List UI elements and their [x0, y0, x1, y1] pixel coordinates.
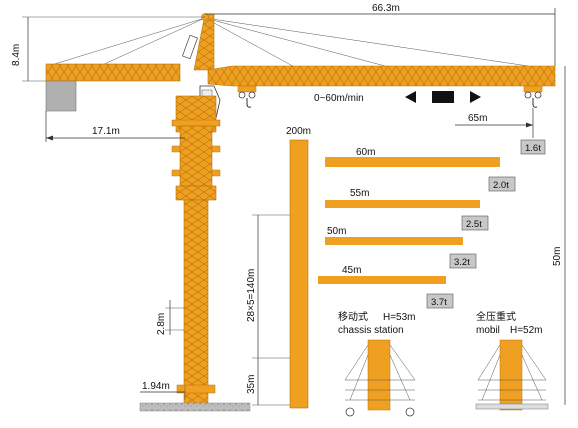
capacity-load-box: 2.5t — [461, 215, 489, 231]
operator-cab — [171, 85, 221, 201]
capacity-load-box: 3.7t — [426, 293, 454, 309]
height-column — [289, 139, 309, 409]
fixed-en-label: mobil — [476, 325, 500, 336]
capacity-jibs — [318, 157, 500, 284]
mast-height-label: 200m — [286, 126, 311, 137]
mobile-en-label: chassis station — [338, 325, 404, 336]
main-jib — [207, 65, 556, 108]
capacity-radius-50: 50m — [327, 226, 346, 237]
fixed-height-label: H=52m — [510, 325, 543, 336]
svg-text:3.7t: 3.7t — [431, 297, 447, 308]
svg-text:2.5t: 2.5t — [466, 219, 482, 230]
section-formula-label: 28×5=140m — [246, 269, 257, 322]
counter-jib-label: 17.1m — [92, 126, 120, 137]
capacity-load-box: 2.0t — [488, 176, 516, 192]
trolley-direction-icons — [405, 91, 481, 103]
hook-right-icon — [523, 85, 543, 108]
mobile-height-label: H=53m — [383, 312, 416, 323]
crane-mast — [176, 199, 216, 406]
mobile-cn-label: 移动式 — [338, 310, 368, 323]
svg-text:2.0t: 2.0t — [493, 180, 509, 191]
tower-top-label: 8.4m — [11, 44, 22, 66]
mobile-base-illustration — [344, 339, 416, 417]
trolley-speed-label: 0~60m/min — [314, 93, 364, 104]
svg-text:1.6t: 1.6t — [525, 143, 541, 154]
capacity-radius-60: 60m — [356, 147, 375, 158]
arrow-left-icon — [405, 91, 416, 103]
capacity-load-box: 3.2t — [449, 253, 477, 269]
counterweight-block — [45, 80, 77, 112]
stay-cables — [47, 17, 556, 71]
fixed-cn-label: 全压重式 — [476, 310, 516, 323]
hook-left-icon — [237, 85, 257, 108]
fixed-base-illustration — [475, 339, 549, 411]
min-radius-label: 65m — [468, 113, 487, 124]
base-width-label: 1.94m — [142, 381, 170, 392]
section-step-label: 2.8m — [156, 313, 167, 335]
capacity-radius-45: 45m — [342, 265, 361, 276]
trolley-block-icon — [432, 91, 454, 103]
ladder-icon — [182, 34, 198, 60]
svg-text:3.2t: 3.2t — [454, 257, 470, 268]
base-section-label: 35m — [246, 375, 257, 394]
total-jib-label: 66.3m — [372, 3, 400, 14]
capacity-radius-55: 55m — [350, 188, 369, 199]
arrow-right-icon — [470, 91, 481, 103]
dimension-lines — [22, 8, 566, 406]
right-height-label: 50m — [552, 247, 563, 266]
foundation — [139, 402, 251, 412]
tower-head — [182, 13, 215, 71]
counter-jib — [45, 63, 181, 112]
capacity-load-box: 1.6t — [520, 139, 546, 155]
